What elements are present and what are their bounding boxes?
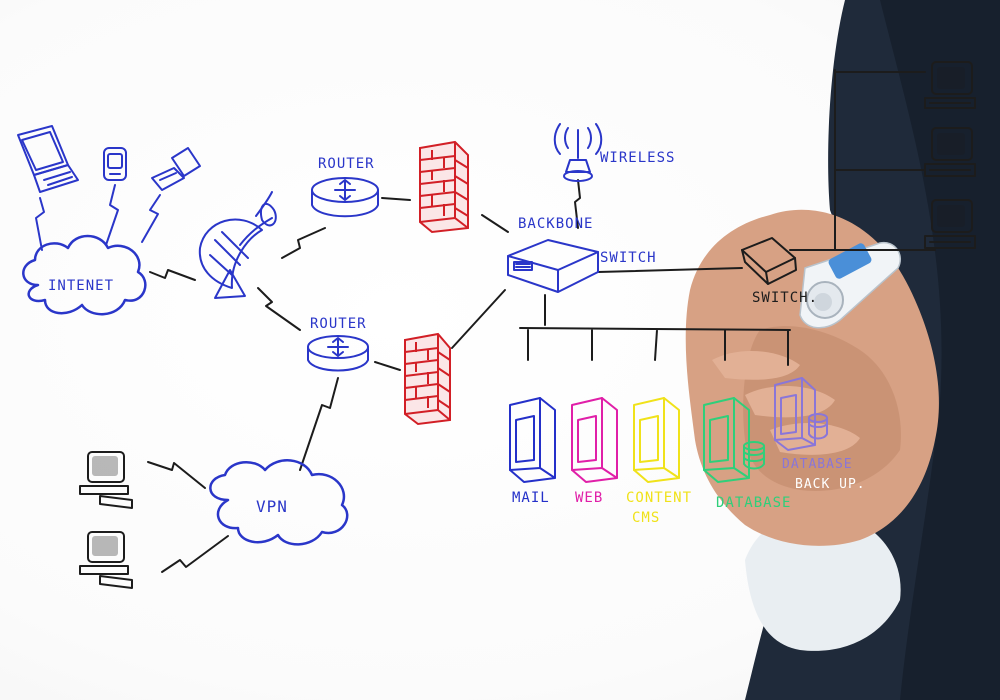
switch-node[interactable]: SWITCH. [741, 237, 818, 306]
desktop-right-2[interactable] [924, 127, 976, 177]
router-top-label: ROUTER [318, 156, 375, 172]
wireless-backbone-link [574, 179, 581, 229]
knuckle-2 [745, 385, 835, 418]
mail-label: MAIL [512, 490, 550, 506]
vpn-label: VPN [256, 497, 288, 516]
server-bus [519, 294, 791, 366]
content-label: CONTENT [626, 490, 692, 506]
web-label: WEB [575, 490, 603, 506]
router-bottom-firewall-link [374, 361, 401, 371]
server-icon [633, 397, 680, 483]
flip-phone-link [141, 194, 161, 243]
firewall-top[interactable] [419, 140, 469, 234]
mail-server[interactable]: MAIL [509, 397, 556, 506]
router-bottom-label: ROUTER [310, 316, 367, 332]
firewall-top-backbone-link [481, 214, 509, 233]
desktop-computer-icon [924, 127, 976, 177]
desktop-computer-icon [924, 199, 976, 249]
laptop-icon [17, 125, 79, 193]
wireless-node[interactable]: WIRELESS [553, 123, 676, 182]
phone-link [105, 184, 119, 246]
dish-router-bottom-link [257, 287, 301, 331]
backbone-switch-label: SWITCH [600, 250, 657, 266]
database-icon [808, 413, 828, 440]
backbone-switch-icon [507, 239, 599, 293]
desktop-computer-icon [79, 451, 133, 509]
flip-phone-icon [151, 147, 201, 191]
vpn-desktop-top-link [147, 461, 206, 489]
router-bottom[interactable]: ROUTER [307, 316, 369, 372]
database-label: DATABASE [716, 495, 791, 511]
desktop-left-1[interactable] [79, 451, 133, 509]
internet-dish-link [149, 269, 196, 281]
desktop-right-1[interactable] [924, 61, 976, 109]
switch-label: SWITCH. [752, 290, 818, 306]
database-backup-label-1: DATABASE [782, 457, 853, 472]
desktop-computer-icon [924, 61, 976, 109]
backbone-label: BACKBONE [518, 216, 593, 232]
backbone-switch[interactable]: BACKBONE SWITCH [507, 216, 657, 293]
cms-label: CMS [632, 510, 660, 526]
internet-cloud-icon: INTENET [22, 234, 147, 316]
database-icon [743, 441, 765, 470]
router-top-firewall-link [381, 197, 411, 201]
vpn-cloud-icon: VPN [209, 459, 349, 546]
content-server[interactable]: CONTENT CMS [626, 397, 692, 526]
firewall-bottom[interactable] [404, 332, 451, 426]
desktop-left-2[interactable] [79, 531, 133, 589]
router-top[interactable]: ROUTER [311, 156, 379, 218]
web-server[interactable]: WEB [571, 397, 618, 506]
firewall-icon [419, 140, 469, 234]
shirt-cuff [745, 512, 901, 651]
desktop-computer-icon [79, 531, 133, 589]
router-icon [307, 335, 369, 372]
knuckle-1 [712, 350, 800, 380]
database-server[interactable]: DATABASE [703, 397, 791, 511]
server-icon [774, 377, 816, 451]
server-icon [509, 397, 556, 483]
server-icon [703, 397, 750, 483]
router-vpn-link [299, 377, 339, 471]
switch-icon [741, 237, 797, 285]
desktop-right-3[interactable] [924, 199, 976, 249]
dish-router-top-link [281, 227, 326, 259]
wireless-label: WIRELESS [600, 150, 675, 166]
vpn-desktop-bottom-link [161, 535, 229, 573]
phone-icon [103, 147, 127, 181]
internet-label: INTENET [48, 278, 114, 294]
database-backup-server[interactable]: DATABASE BACK UP. [774, 377, 866, 492]
router-icon [311, 177, 379, 218]
backbone-switch-link [597, 267, 743, 273]
businessman-photo [685, 0, 1000, 700]
pen-marker-icon [799, 241, 901, 329]
server-icon [571, 397, 618, 483]
switch-desktop-bus [789, 69, 936, 251]
wireless-antenna-icon [553, 123, 603, 182]
firewall-icon [404, 332, 451, 426]
laptop-link [35, 197, 45, 251]
satellite-dish-icon [198, 191, 277, 299]
firewall-bottom-backbone-link [451, 289, 506, 349]
database-backup-label-2: BACK UP. [795, 477, 866, 492]
connections [35, 69, 936, 573]
